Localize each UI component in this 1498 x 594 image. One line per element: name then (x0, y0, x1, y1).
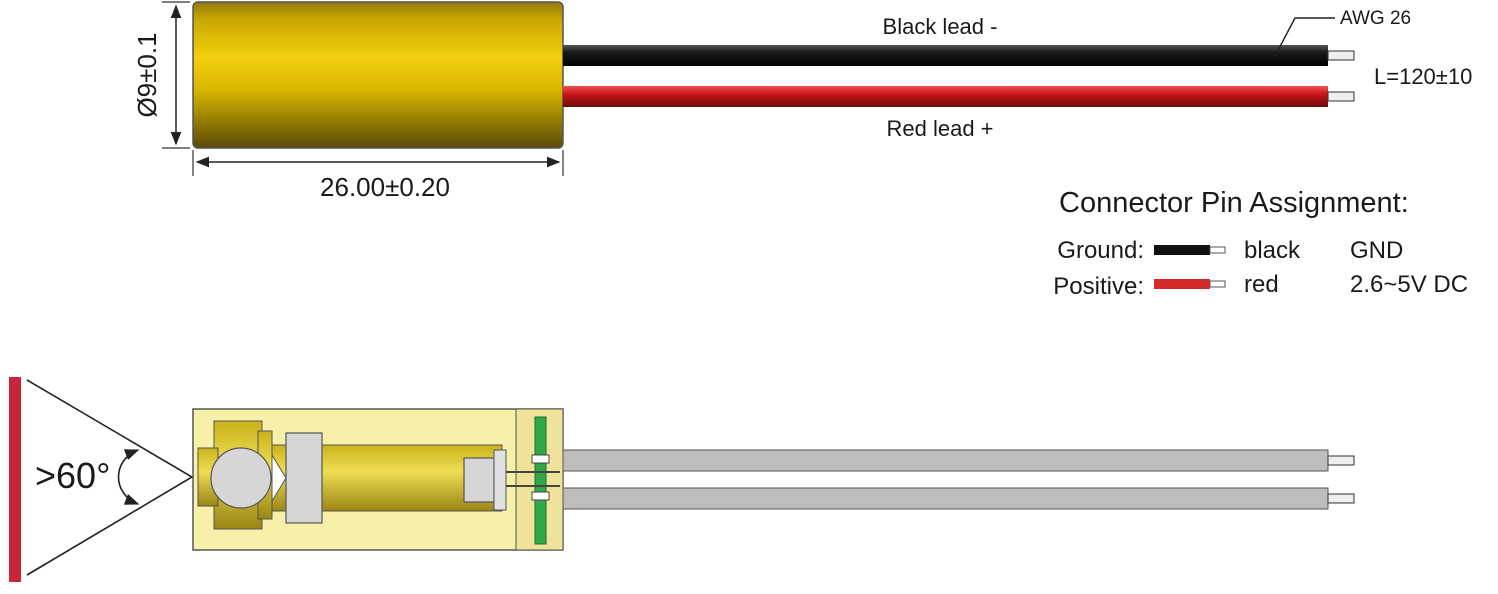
barrel (271, 432, 507, 524)
diameter-dimension (162, 1, 190, 149)
pin-row-ground: Ground: black GND (1057, 237, 1403, 264)
angle-arc (117, 449, 140, 505)
lead-length-label: L=120±10 (1374, 64, 1472, 89)
red-lead (563, 86, 1355, 107)
spacer (285, 432, 323, 524)
length-dimension (192, 150, 564, 176)
section-lead-bottom (562, 487, 1355, 510)
connector-pin-assignment: Connector Pin Assignment: Ground: black … (1053, 187, 1468, 300)
top-view: Ø9±0.1 26.00±0.20 Black lead - Red lead … (132, 1, 1472, 202)
projection-line (9, 377, 21, 582)
pin-label: Ground: (1057, 237, 1144, 264)
pin-function: 2.6~5V DC (1350, 271, 1468, 298)
pin-label: Positive: (1053, 273, 1144, 300)
module-body (192, 1, 564, 149)
pin-row-positive: Positive: red 2.6~5V DC (1053, 271, 1468, 300)
awg-leader-line (1274, 17, 1335, 57)
wire-swatch-red (1154, 279, 1210, 289)
pin-color-name: red (1244, 271, 1279, 298)
laser-diode (463, 457, 495, 503)
wire-gauge-label: AWG 26 (1340, 8, 1411, 29)
red-lead-label: Red lead + (886, 116, 993, 141)
black-lead-label: Black lead - (883, 14, 998, 39)
pin-function: GND (1350, 237, 1403, 264)
beam-fan (26, 379, 194, 576)
section-view: >60° (9, 377, 1355, 582)
black-lead (563, 45, 1355, 66)
wire-swatch-black (1154, 245, 1210, 255)
beam-angle-label: >60° (35, 455, 110, 496)
length-label: 26.00±0.20 (320, 172, 450, 202)
section-lead-top (562, 449, 1355, 472)
lens (210, 447, 272, 509)
lens-holder (197, 420, 273, 530)
connector-title: Connector Pin Assignment: (1059, 187, 1409, 219)
driver-pcb (506, 408, 564, 551)
pin-color-name: black (1244, 237, 1301, 264)
diameter-label: Ø9±0.1 (132, 32, 162, 117)
